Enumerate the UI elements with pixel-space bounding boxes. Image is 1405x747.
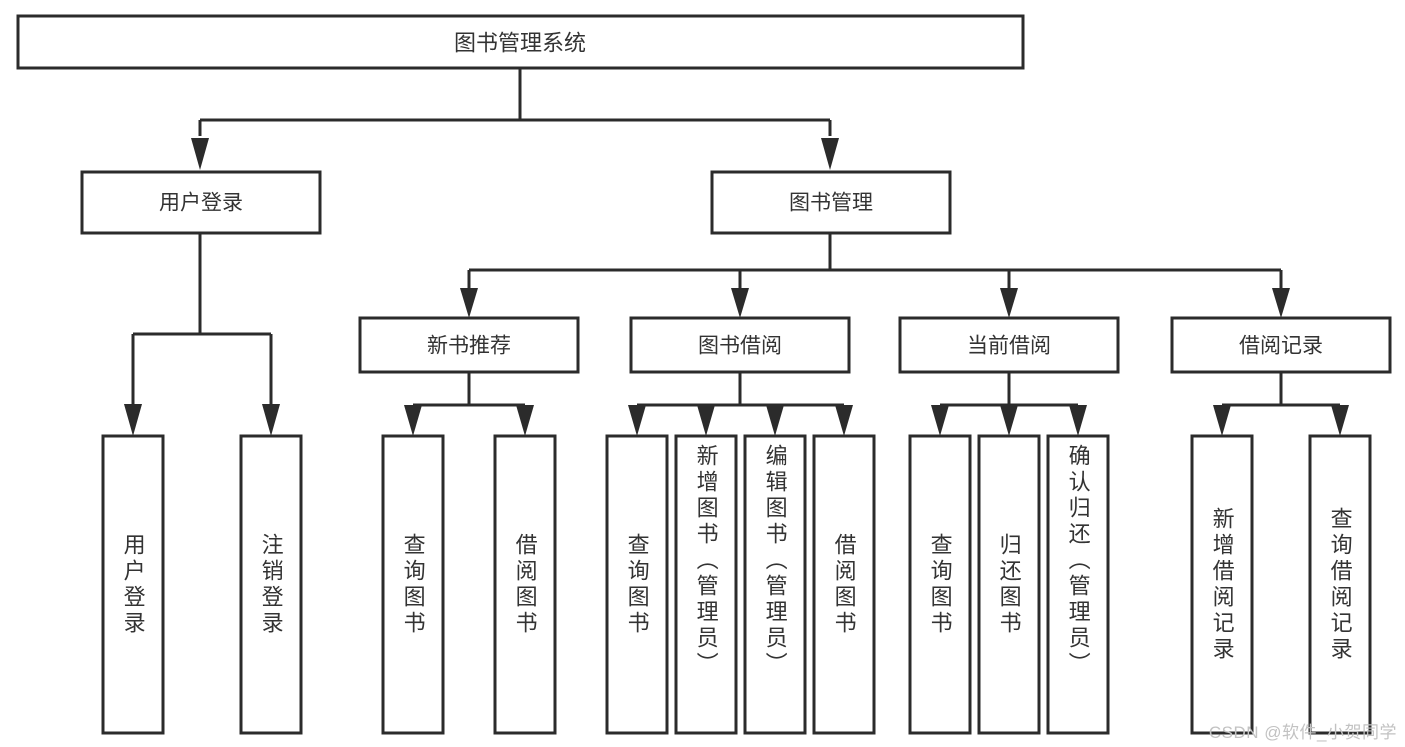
leaf-box-current-borrow-1[interactable] — [908, 434, 972, 735]
arrow-to-user-login — [191, 138, 209, 170]
leaf-box-current-borrow-3[interactable] — [1046, 434, 1110, 735]
node-book-borrow-box[interactable] — [629, 316, 851, 374]
arrow-borrowrecord-leaf-1 — [1213, 405, 1231, 436]
arrow-newbook-leaf-1 — [404, 405, 422, 436]
leaf-box-borrow-record-2[interactable] — [1308, 434, 1372, 735]
arrow-to-current-borrow — [1000, 288, 1018, 318]
arrow-bookborrow-leaf-3 — [766, 405, 784, 436]
node-current-borrow-label: 当前借阅 — [967, 335, 1051, 358]
arrow-currentborrow-leaf-2 — [1000, 405, 1018, 436]
node-new-book-box[interactable] — [358, 316, 580, 374]
node-book-mgmt-box[interactable] — [710, 170, 952, 235]
arrow-to-book-borrow — [731, 288, 749, 318]
watermark-text: CSDN @软件_小贺同学 — [1208, 723, 1397, 742]
leaf-box-user-login-1[interactable] — [101, 434, 165, 735]
node-book-borrow-label: 图书借阅 — [698, 335, 782, 358]
arrow-newbook-leaf-2 — [516, 405, 534, 436]
nodes-layer: 图书管理系统 用户登录 图书管理 新书推荐 图书借阅 当前借阅 借阅记录 — [16, 14, 1392, 735]
leaf-box-user-login-2[interactable] — [239, 434, 303, 735]
leaf-box-book-borrow-3[interactable] — [743, 434, 807, 735]
edges-layer — [124, 68, 1349, 436]
node-root-label: 图书管理系统 — [454, 31, 586, 56]
arrow-to-borrow-record — [1272, 288, 1290, 318]
arrow-borrowrecord-leaf-2 — [1331, 405, 1349, 436]
leaf-box-book-borrow-2[interactable] — [674, 434, 738, 735]
arrow-bookborrow-leaf-1 — [628, 405, 646, 436]
arrow-userlogin-leaf-1 — [124, 404, 142, 436]
leaf-box-borrow-record-1[interactable] — [1190, 434, 1254, 735]
node-borrow-record-box[interactable] — [1170, 316, 1392, 374]
arrow-to-new-book — [460, 288, 478, 318]
node-new-book-label: 新书推荐 — [427, 335, 511, 358]
node-root-box[interactable] — [16, 14, 1025, 70]
arrow-bookborrow-leaf-4 — [835, 405, 853, 436]
arrow-to-book-mgmt — [821, 138, 839, 170]
arrow-bookborrow-leaf-2 — [697, 405, 715, 436]
leaf-box-book-borrow-4[interactable] — [812, 434, 876, 735]
node-user-login-label: 用户登录 — [159, 192, 243, 215]
node-current-borrow-box[interactable] — [898, 316, 1120, 374]
arrow-currentborrow-leaf-1 — [931, 405, 949, 436]
leaf-box-new-book-2[interactable] — [493, 434, 557, 735]
node-user-login-box[interactable] — [80, 170, 322, 235]
arrow-currentborrow-leaf-3 — [1069, 405, 1087, 436]
leaf-box-new-book-1[interactable] — [381, 434, 445, 735]
arrow-userlogin-leaf-2 — [262, 404, 280, 436]
node-book-mgmt-label: 图书管理 — [789, 192, 873, 215]
leaf-box-current-borrow-2[interactable] — [977, 434, 1041, 735]
leaf-box-book-borrow-1[interactable] — [605, 434, 669, 735]
node-borrow-record-label: 借阅记录 — [1239, 335, 1323, 358]
